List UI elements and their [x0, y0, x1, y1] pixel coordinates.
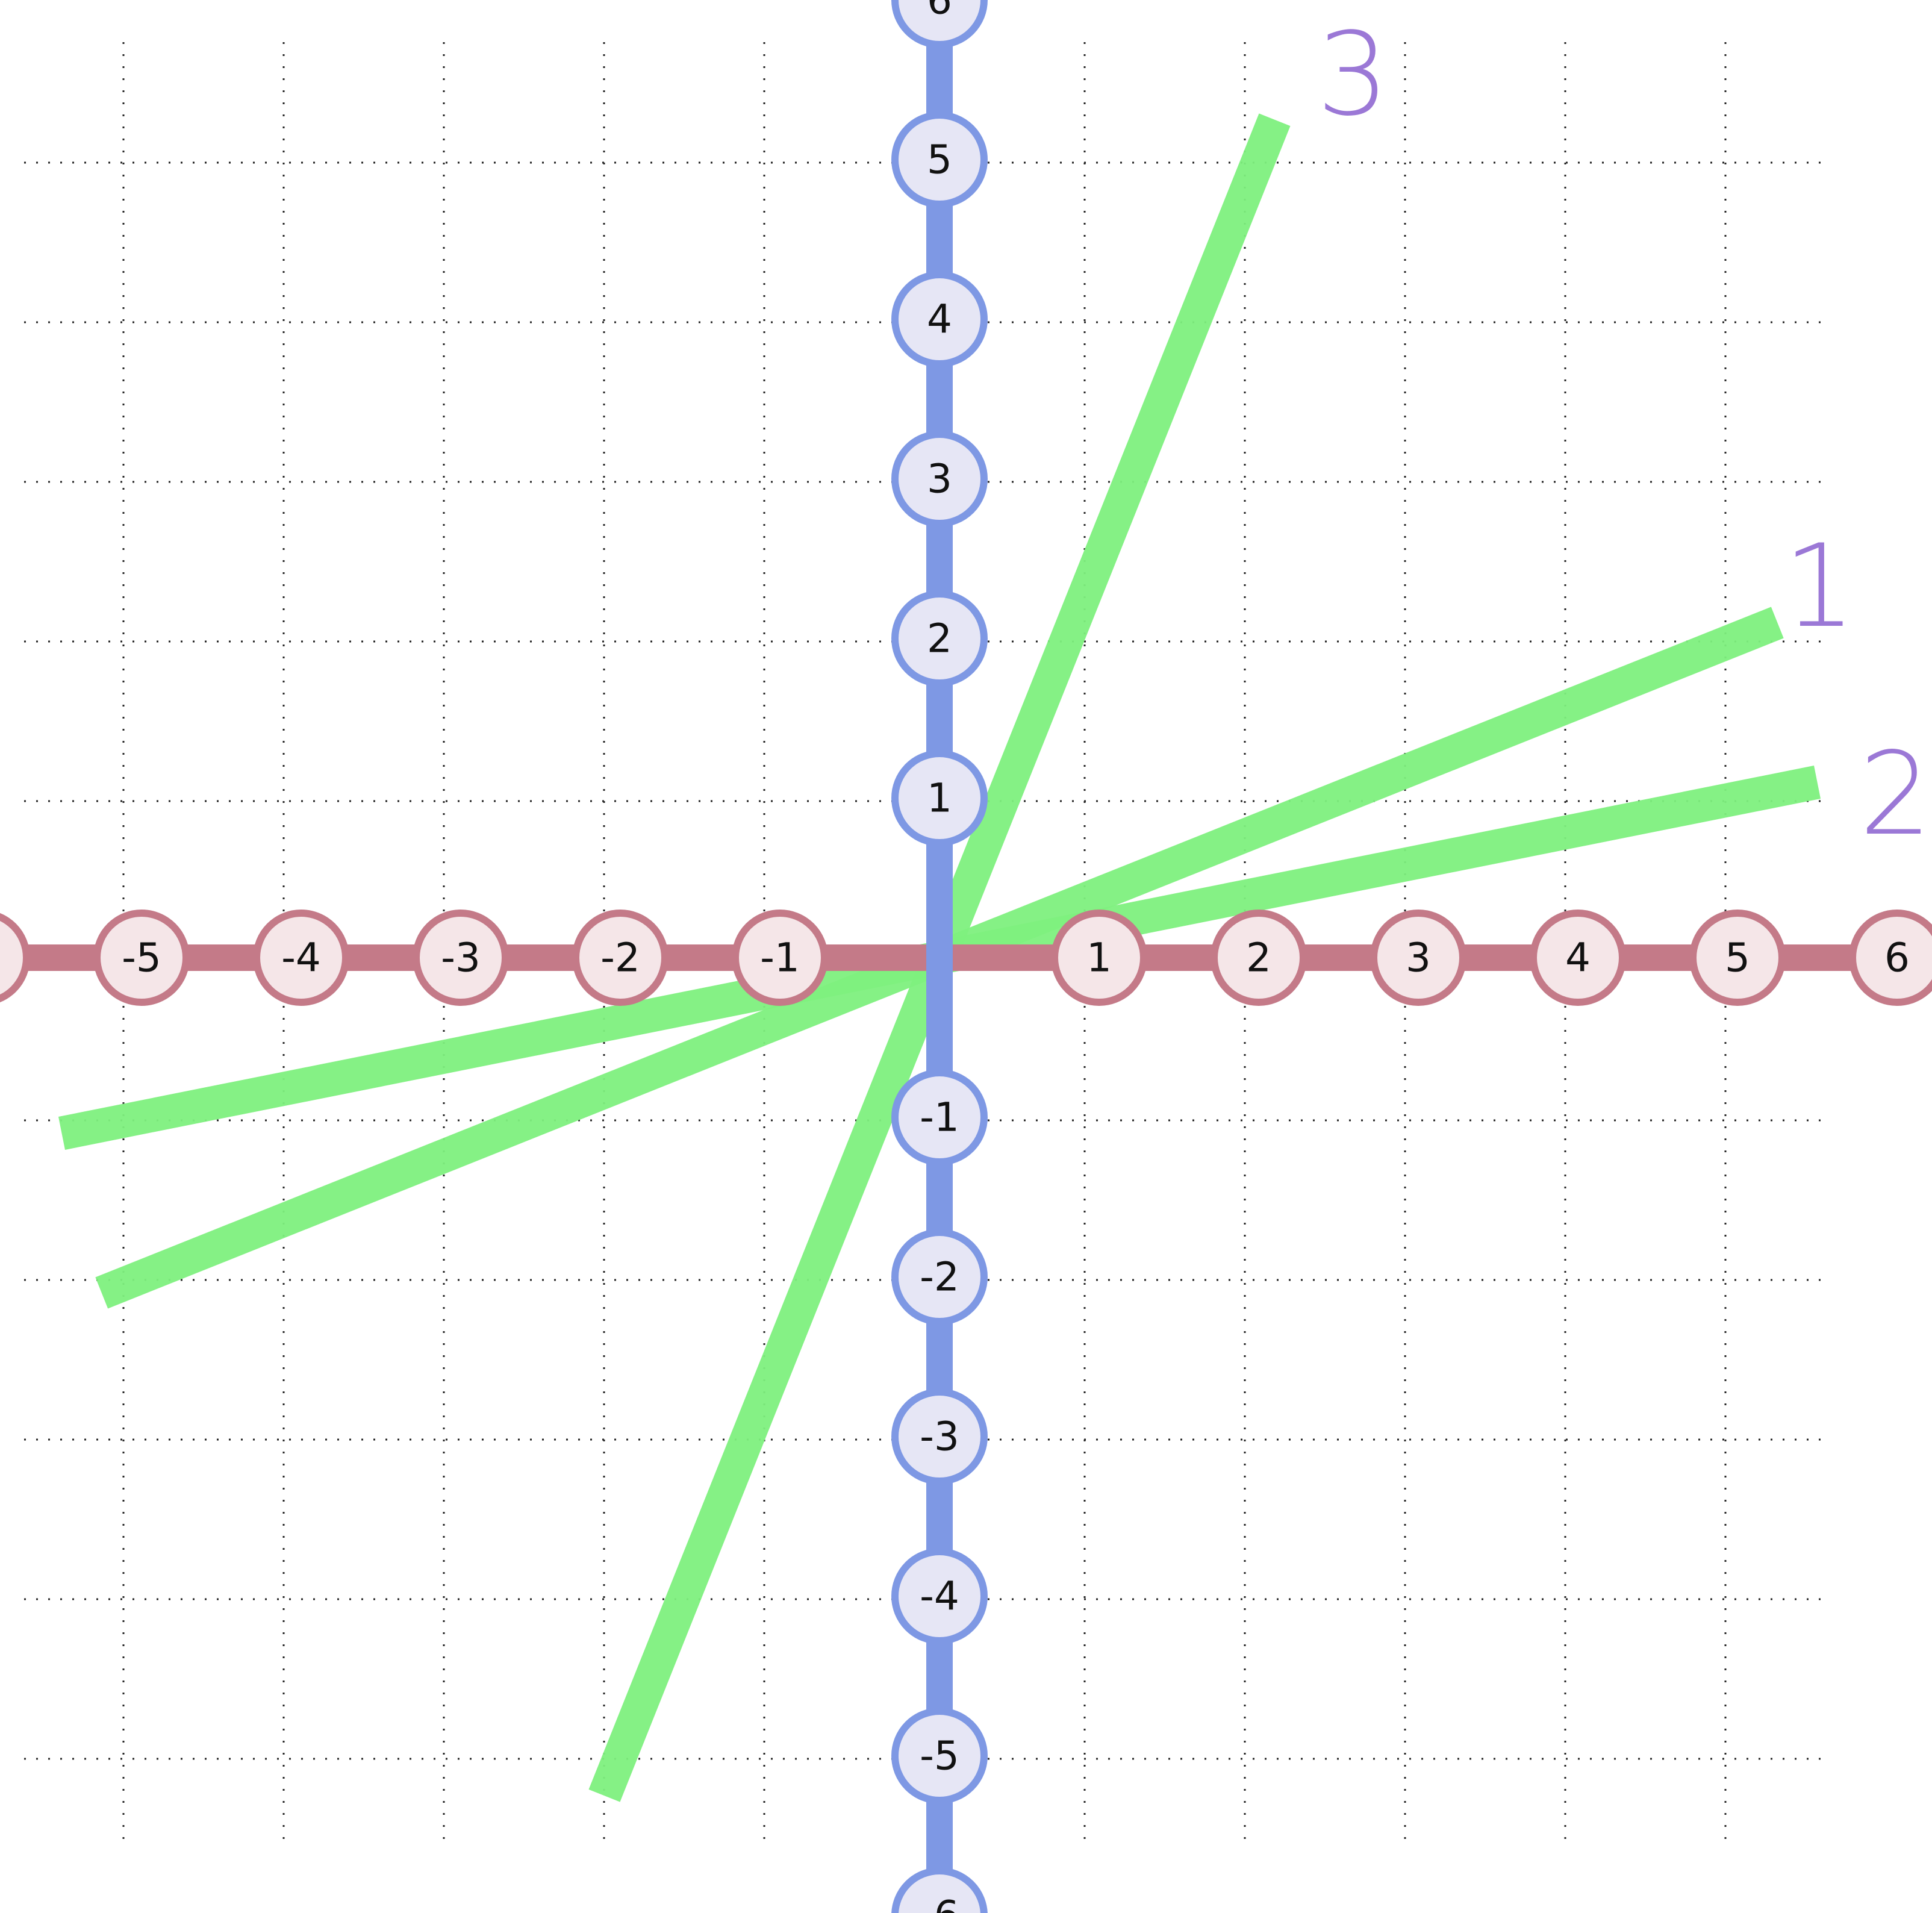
x-tick-label: -3	[441, 935, 481, 981]
x-tick-marker	[1530, 910, 1626, 1006]
x-tick-label: -1	[760, 935, 800, 981]
y-tick-label: -3	[920, 1414, 959, 1460]
y-tick: 1	[891, 750, 988, 846]
y-tick: 3	[891, 431, 988, 527]
x-tick-marker	[0, 913, 30, 1003]
y-tick-label: 6	[927, 0, 952, 23]
y-tick-marker	[891, 0, 988, 48]
x-tick-marker	[1849, 910, 1932, 1006]
x-tick-marker	[413, 910, 509, 1006]
x-tick-label: -2	[600, 935, 640, 981]
x-tick: 1	[1051, 910, 1147, 1006]
y-tick-label: -6	[920, 1893, 959, 1913]
x-tick-marker	[572, 910, 668, 1006]
y-tick: -1	[891, 1069, 988, 1166]
y-tick-label: 3	[927, 456, 952, 502]
y-tick-marker	[891, 1867, 988, 1913]
x-tick: 3	[1370, 910, 1466, 1006]
y-tick: -3	[891, 1388, 988, 1485]
x-tick-marker	[1051, 910, 1147, 1006]
x-tick-marker	[253, 910, 349, 1006]
y-tick: 5	[891, 111, 988, 208]
y-tick: 6	[891, 0, 988, 48]
x-tick-label: 6	[1884, 935, 1910, 981]
x-axis-ticks: -6 -5 -4 -3 -2 -1 1 2 3 4 5 6	[0, 910, 1932, 1006]
y-tick-marker	[891, 111, 988, 208]
y-tick-label: 4	[927, 296, 952, 343]
x-tick-marker	[1211, 910, 1307, 1006]
y-tick-marker	[891, 1069, 988, 1166]
y-tick-marker	[891, 1548, 988, 1644]
x-tick: 6	[1849, 910, 1932, 1006]
x-tick-label: -4	[281, 935, 321, 981]
y-tick-marker	[891, 431, 988, 527]
x-tick-label: 1	[1086, 935, 1112, 981]
x-tick: -1	[732, 910, 828, 1006]
y-tick-label: 5	[927, 137, 952, 183]
y-tick-label: -4	[920, 1573, 959, 1620]
x-tick: -2	[572, 910, 668, 1006]
x-tick-label: -6	[0, 935, 2, 981]
x-tick-marker	[93, 910, 190, 1006]
x-tick-label: 2	[1246, 935, 1271, 981]
y-tick-marker	[891, 1388, 988, 1485]
x-tick: -5	[93, 910, 190, 1006]
y-tick-marker	[891, 1708, 988, 1804]
x-tick-label: 4	[1565, 935, 1591, 981]
y-tick-label: -1	[920, 1094, 959, 1141]
y-tick-marker	[891, 271, 988, 367]
x-tick-label: 3	[1406, 935, 1431, 981]
y-tick: -5	[891, 1708, 988, 1804]
y-tick-label: 2	[927, 616, 952, 662]
y-tick: -2	[891, 1229, 988, 1325]
series-label-1: 1	[1783, 520, 1856, 653]
x-tick: -6	[0, 913, 30, 1003]
x-tick-label: 5	[1725, 935, 1750, 981]
x-tick-label: -5	[122, 935, 161, 981]
x-tick-marker	[1689, 910, 1786, 1006]
x-tick-marker	[732, 910, 828, 1006]
y-tick: -4	[891, 1548, 988, 1644]
y-tick-label: -5	[920, 1733, 959, 1779]
y-tick-marker	[891, 1229, 988, 1325]
y-tick-marker	[891, 750, 988, 846]
x-tick: 5	[1689, 910, 1786, 1006]
y-tick: 2	[891, 590, 988, 687]
series-label-3: 3	[1317, 8, 1389, 141]
y-tick: 4	[891, 271, 988, 367]
y-tick-label: -2	[920, 1254, 959, 1300]
x-tick: 4	[1530, 910, 1626, 1006]
y-tick-marker	[891, 590, 988, 687]
y-axis-ticks: 6 5 4 3 2 1 -1 -2 -3 -4 -5 -6	[891, 0, 988, 1913]
y-tick-label: 1	[927, 775, 952, 822]
x-tick: 2	[1211, 910, 1307, 1006]
y-tick: -6	[891, 1867, 988, 1913]
series-labels: 12 3	[1317, 8, 1932, 861]
series-label-2: 2	[1859, 728, 1932, 861]
x-tick-marker	[1370, 910, 1466, 1006]
x-tick: -4	[253, 910, 349, 1006]
x-tick: -3	[413, 910, 509, 1006]
